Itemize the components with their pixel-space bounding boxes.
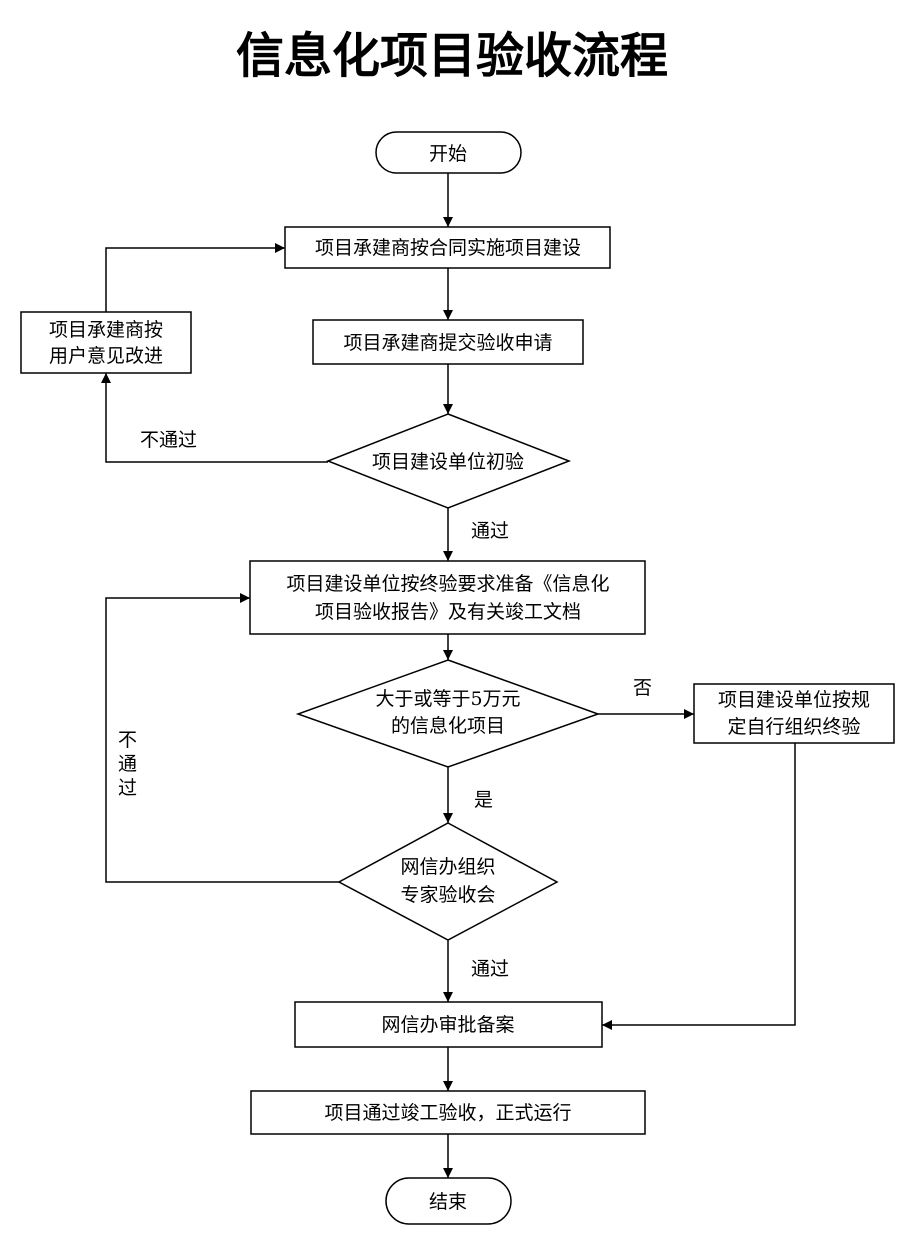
node-improve: 项目承建商按 用户意见改进 xyxy=(20,311,192,374)
node-implement: 项目承建商按合同实施项目建设 xyxy=(284,226,611,269)
node-start: 开始 xyxy=(375,131,522,174)
node-self-organize-line-2: 定自行组织终验 xyxy=(727,716,860,738)
node-amount-check-line-2: 的信息化项目 xyxy=(391,715,505,737)
node-complete: 项目通过竣工验收，正式运行 xyxy=(250,1090,646,1135)
node-improve-line-2: 用户意见改进 xyxy=(49,345,163,367)
node-end: 结束 xyxy=(385,1177,512,1225)
node-prepare-line-2: 项目验收报告》及有关竣工文档 xyxy=(315,601,581,623)
node-expert-review-line-2: 专家验收会 xyxy=(400,884,495,906)
node-initial-check: 项目建设单位初验 xyxy=(325,413,572,509)
edges xyxy=(101,173,796,1178)
node-implement-label: 项目承建商按合同实施项目建设 xyxy=(315,237,581,259)
node-submit: 项目承建商提交验收申请 xyxy=(312,319,584,365)
label-fail-expert-2: 通 xyxy=(118,753,137,775)
node-initial-check-label: 项目建设单位初验 xyxy=(372,451,524,473)
node-complete-label: 项目通过竣工验收，正式运行 xyxy=(324,1102,571,1124)
edge-self-approve xyxy=(602,743,796,1030)
edge-improve-implement xyxy=(105,243,285,312)
node-end-label: 结束 xyxy=(429,1191,467,1213)
node-self-organize-line-1: 项目建设单位按规 xyxy=(718,689,870,711)
node-amount-check-line-1: 大于或等于5万元 xyxy=(375,688,520,710)
edge-expert-prepare xyxy=(105,593,339,883)
node-improve-line-1: 项目承建商按 xyxy=(49,319,163,341)
label-fail-initial: 不通过 xyxy=(140,429,197,451)
node-expert-review-line-1: 网信办组织 xyxy=(400,856,495,878)
label-pass-initial: 通过 xyxy=(471,520,509,542)
node-expert-review: 网信办组织 专家验收会 xyxy=(337,822,559,941)
node-amount-check: 大于或等于5万元 的信息化项目 xyxy=(295,659,601,768)
node-approve: 网信办审批备案 xyxy=(294,1001,603,1048)
node-self-organize: 项目建设单位按规 定自行组织终验 xyxy=(693,683,895,744)
label-fail-expert-3: 过 xyxy=(118,777,137,799)
label-pass-expert: 通过 xyxy=(471,958,509,980)
label-yes: 是 xyxy=(474,789,493,811)
page-title: 信息化项目验收流程 xyxy=(236,28,668,84)
node-start-label: 开始 xyxy=(429,143,467,165)
label-fail-expert-1: 不 xyxy=(118,729,137,751)
node-prepare-line-1: 项目建设单位按终验要求准备《信息化 xyxy=(286,573,609,595)
node-submit-label: 项目承建商提交验收申请 xyxy=(343,332,552,354)
node-approve-label: 网信办审批备案 xyxy=(381,1014,514,1036)
label-no: 否 xyxy=(633,677,652,699)
edge-initial-improve xyxy=(101,373,328,463)
node-prepare: 项目建设单位按终验要求准备《信息化 项目验收报告》及有关竣工文档 xyxy=(249,560,646,635)
